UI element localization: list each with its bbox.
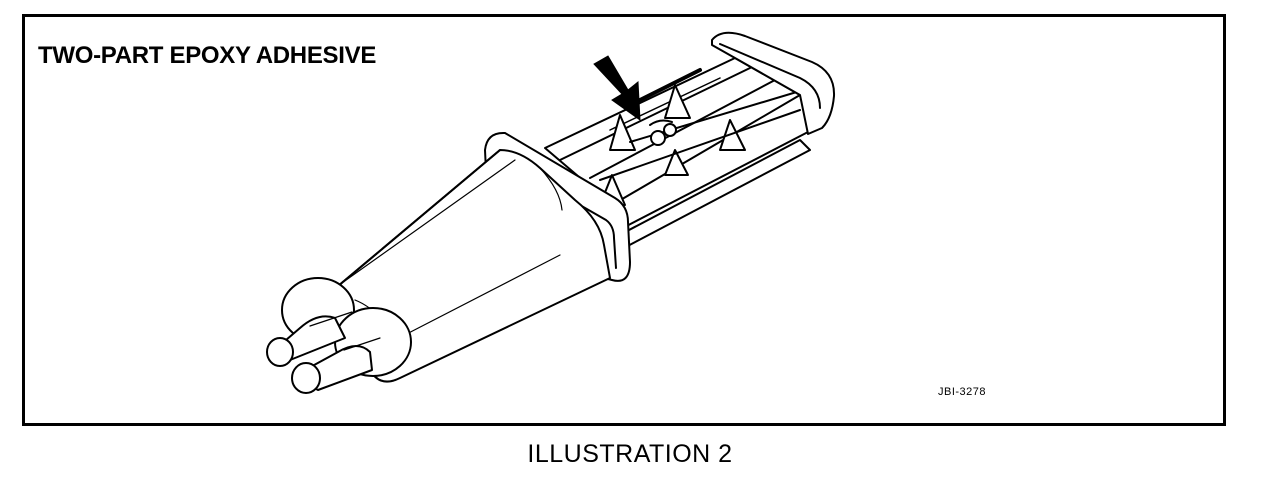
- plunger-thumb-plate: [712, 33, 834, 134]
- mixing-nozzles: [267, 312, 380, 393]
- plunger-ribs: [600, 85, 810, 205]
- reference-code: JBI-3278: [938, 386, 987, 398]
- figure-frame: [22, 14, 1226, 426]
- epoxy-bead: [650, 121, 676, 145]
- pointer-arrow-icon: [594, 56, 640, 120]
- figure-title: TWO-PART EPOXY ADHESIVE: [38, 42, 377, 69]
- figure-caption: ILLUSTRATION 2: [527, 440, 733, 468]
